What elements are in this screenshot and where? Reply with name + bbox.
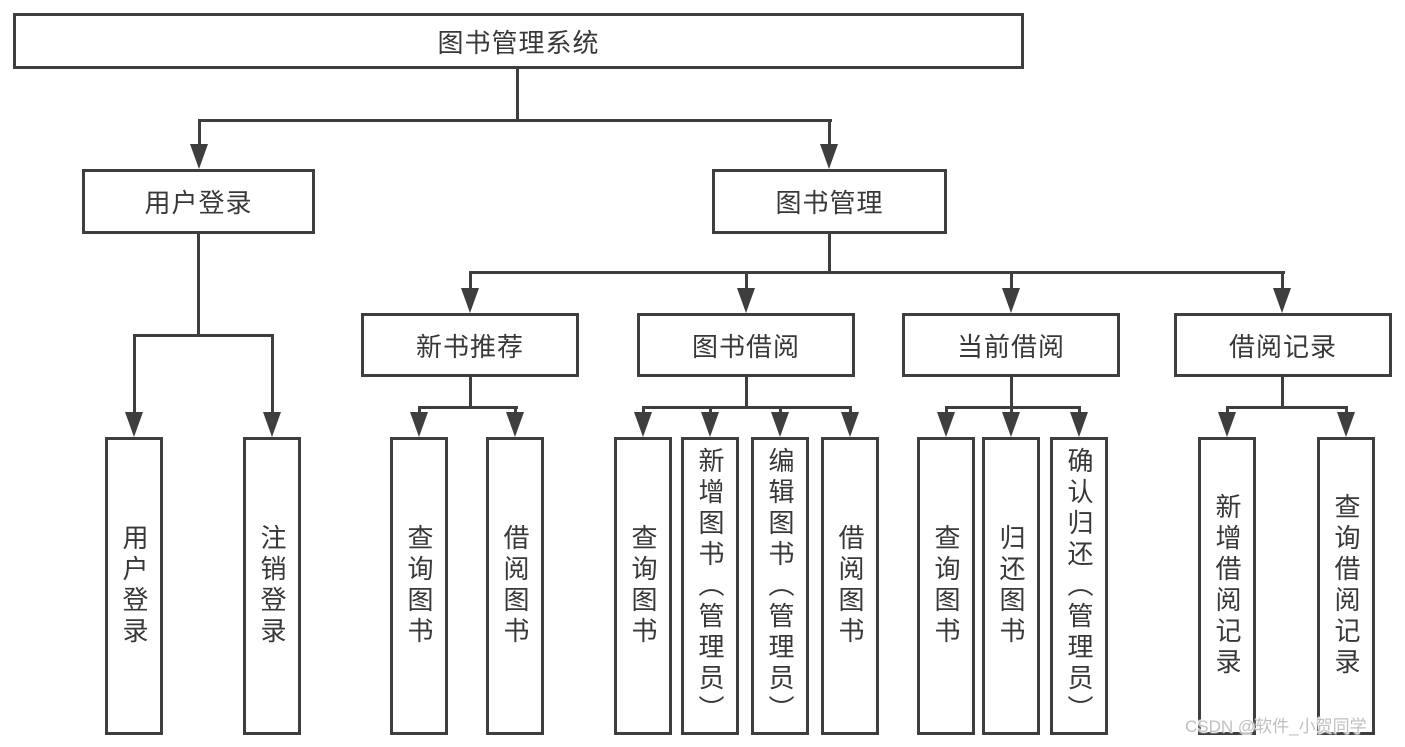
connector-line: [469, 377, 472, 408]
arrow-down-icon: [820, 144, 838, 169]
connector-line: [745, 377, 748, 408]
arrow-down-icon: [125, 412, 143, 437]
arrow-down-icon: [1002, 288, 1020, 313]
connector-line: [1010, 271, 1013, 293]
node-book-borrow-label: 图书借阅: [691, 331, 800, 362]
leaf-edit-books-admin: 编辑图书（管理员）: [751, 437, 809, 735]
connector-line: [1281, 377, 1284, 408]
node-new-book-recommend: 新书推荐: [361, 313, 579, 377]
arrow-down-icon: [1273, 288, 1291, 313]
leaf-logout: 注销登录: [243, 437, 301, 735]
leaf-borrow-books-1: 借阅图书: [486, 437, 544, 735]
node-user-login-label: 用户登录: [144, 188, 253, 218]
connector-line: [745, 271, 748, 293]
connector-line: [197, 234, 200, 337]
arrow-down-icon: [1337, 412, 1355, 437]
leaf-query-books-3: 查询图书: [917, 437, 975, 735]
node-user-login: 用户登录: [82, 169, 315, 234]
arrow-down-icon: [771, 412, 789, 437]
connector-line: [469, 271, 472, 293]
connector-line: [516, 69, 519, 120]
leaf-return-books: 归还图书: [982, 437, 1040, 735]
connector-line: [133, 334, 274, 337]
leaf-query-books-1: 查询图书: [390, 437, 448, 735]
node-book-borrow: 图书借阅: [637, 313, 855, 377]
connector-line: [469, 271, 1285, 274]
connector-line: [418, 406, 518, 409]
node-root: 图书管理系统: [13, 13, 1024, 69]
leaf-query-borrow-record: 查询借阅记录: [1317, 437, 1375, 735]
connector-line: [198, 119, 201, 147]
connector-line: [828, 234, 831, 274]
connector-line: [828, 119, 831, 147]
arrow-down-icon: [701, 412, 719, 437]
arrow-down-icon: [461, 288, 479, 313]
connector-line: [642, 406, 852, 409]
arrow-down-icon: [410, 412, 428, 437]
arrow-down-icon: [841, 412, 859, 437]
node-current-borrow-label: 当前借阅: [956, 331, 1065, 362]
node-new-book-recommend-label: 新书推荐: [415, 331, 524, 362]
connector-line: [133, 334, 136, 416]
leaf-user-login: 用户登录: [105, 437, 163, 735]
connector-line: [945, 406, 1081, 409]
leaf-borrow-books-2: 借阅图书: [821, 437, 879, 735]
arrow-down-icon: [190, 144, 208, 169]
leaf-add-books-admin: 新增图书（管理员）: [681, 437, 739, 735]
node-borrow-record: 借阅记录: [1174, 313, 1392, 377]
node-borrow-record-label: 借阅记录: [1228, 331, 1337, 362]
connector-line: [1281, 271, 1284, 293]
arrow-down-icon: [737, 288, 755, 313]
leaf-confirm-return-admin: 确认归还（管理员）: [1050, 437, 1108, 735]
arrow-down-icon: [506, 412, 524, 437]
arrow-down-icon: [634, 412, 652, 437]
leaf-query-books-2: 查询图书: [614, 437, 672, 735]
connector-line: [1010, 377, 1013, 408]
arrow-down-icon: [1070, 412, 1088, 437]
node-book-management-label: 图书管理: [775, 188, 884, 218]
connector-line: [198, 119, 832, 122]
arrow-down-icon: [1218, 412, 1236, 437]
arrow-down-icon: [937, 412, 955, 437]
node-current-borrow: 当前借阅: [902, 313, 1120, 377]
leaf-add-borrow-record: 新增借阅记录: [1198, 437, 1256, 735]
connector-line: [1226, 406, 1348, 409]
arrow-down-icon: [1002, 412, 1020, 437]
node-root-label: 图书管理系统: [437, 27, 600, 58]
connector-line: [271, 334, 274, 416]
node-book-management: 图书管理: [712, 169, 947, 234]
arrow-down-icon: [263, 412, 281, 437]
csdn-watermark: CSDN @软件_小贺同学: [1185, 717, 1367, 736]
